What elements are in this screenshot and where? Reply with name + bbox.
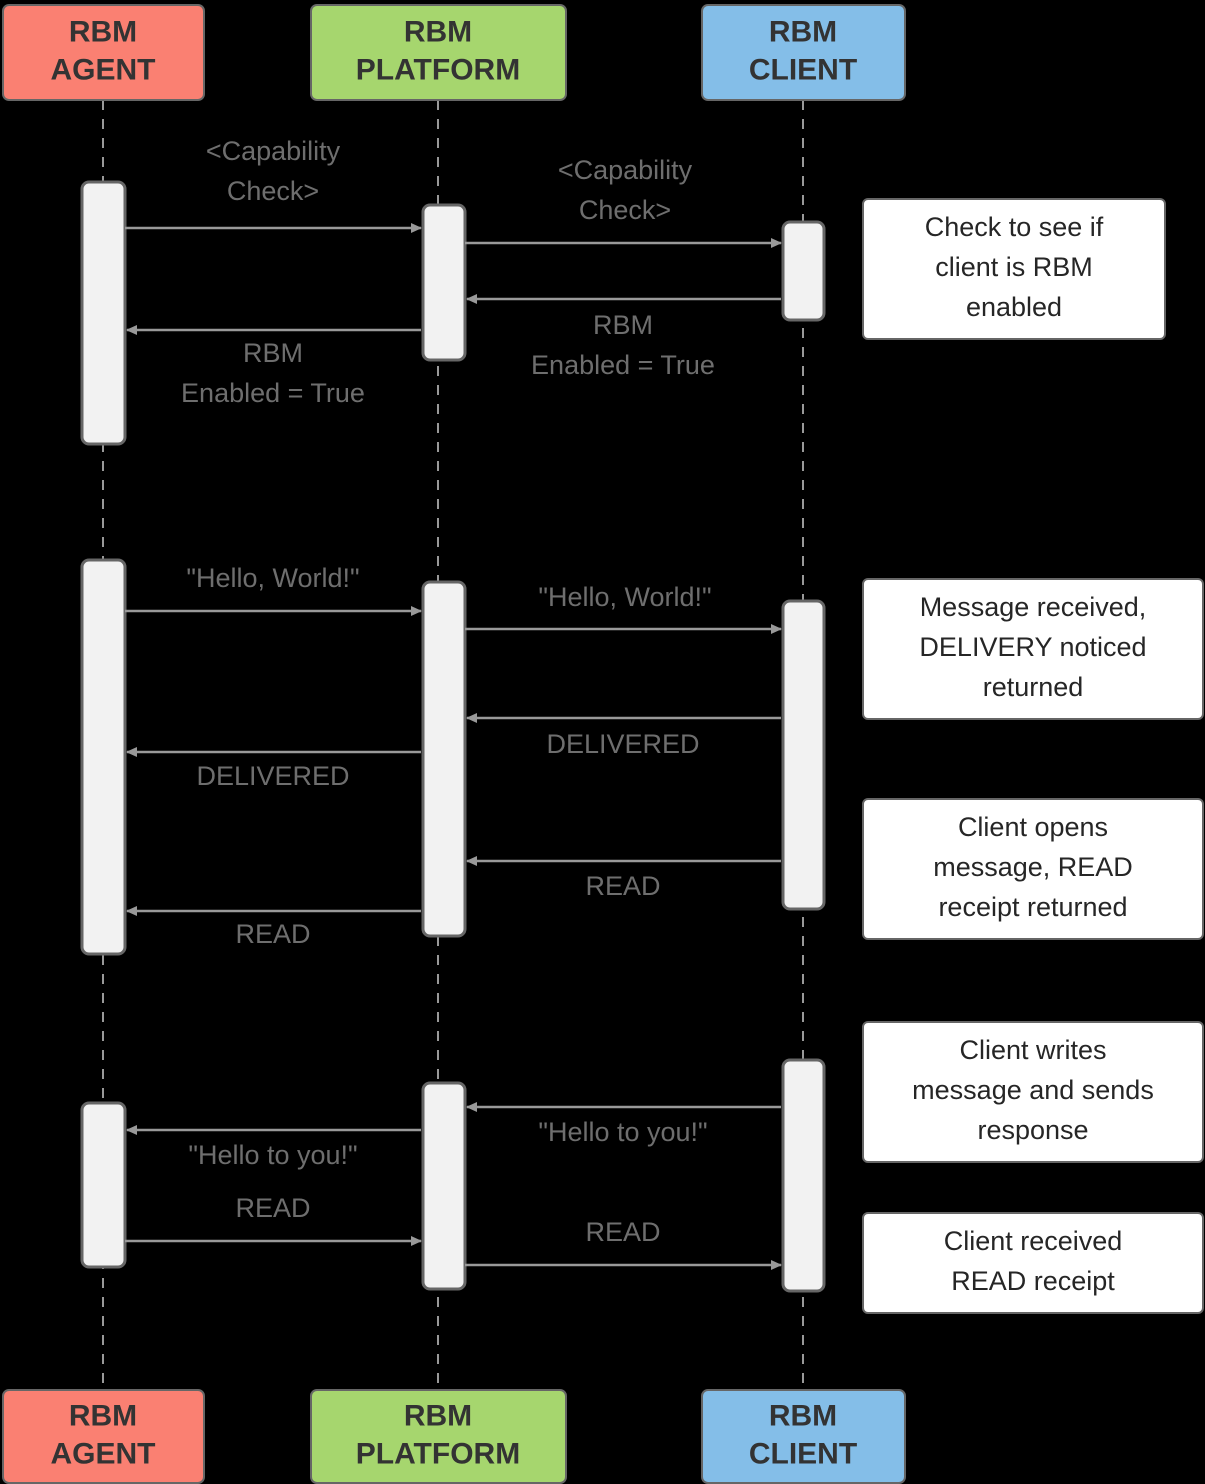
note-box-note3 [862, 798, 1204, 940]
actor-box-agent-header[interactable] [2, 4, 205, 101]
message-label-m6: "Hello, World!" [538, 582, 711, 612]
actor-box-client-header[interactable] [701, 4, 906, 101]
activation-bar-platform [421, 203, 467, 362]
message-label-m9: READ [585, 871, 660, 901]
actor-box-agent-footer[interactable] [2, 1389, 205, 1484]
note-box-note1 [862, 198, 1166, 340]
message-label-m7: DELIVERED [546, 729, 699, 759]
message-label-m11: "Hello to you!" [538, 1117, 707, 1147]
message-label-m13: READ [235, 1193, 310, 1223]
note-box-note4 [862, 1021, 1204, 1163]
activation-bar-agent [80, 180, 127, 446]
message-label-m5: "Hello, World!" [186, 563, 359, 593]
note-box-note5 [862, 1212, 1204, 1314]
note-box-note2 [862, 578, 1204, 720]
activation-bar-client [781, 1058, 826, 1293]
message-label-m14: READ [585, 1217, 660, 1247]
activation-bar-agent [80, 1101, 127, 1269]
message-label-m12: "Hello to you!" [188, 1140, 357, 1170]
activation-bars-group [80, 180, 826, 1293]
activation-bar-agent [80, 558, 127, 956]
message-label-m8: DELIVERED [196, 761, 349, 791]
actor-box-platform-footer[interactable] [310, 1389, 567, 1484]
activation-bar-client [781, 599, 826, 911]
actor-box-platform-header[interactable] [310, 4, 567, 101]
activation-bar-platform [421, 1081, 467, 1291]
actor-box-client-footer[interactable] [701, 1389, 906, 1484]
activation-bar-platform [421, 580, 467, 938]
activation-bar-client [781, 220, 826, 322]
message-label-m10: READ [235, 919, 310, 949]
